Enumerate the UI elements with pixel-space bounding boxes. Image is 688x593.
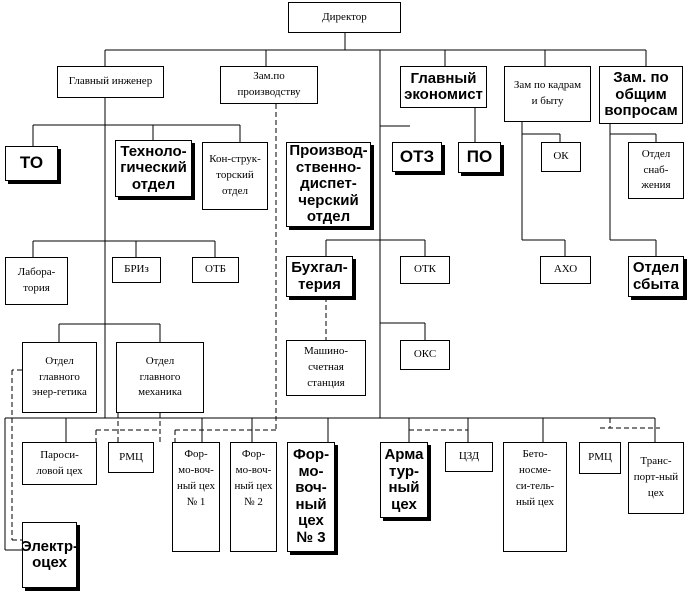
czd-box: ЦЗД (445, 442, 493, 472)
molding-shop-1-box: Фор- мо-воч- ный цех № 1 (172, 442, 220, 552)
po-box: ПО (458, 142, 501, 173)
computing-station-box: Машино- счетная станция (286, 340, 366, 396)
transport-shop-box: Транс- порт-ный цех (628, 442, 684, 514)
deputy-production-box: Зам.по производству (220, 66, 318, 104)
aho-box: АХО (540, 256, 591, 284)
accounting-box: Бухгал- терия (286, 256, 353, 297)
rmc-box-1: РМЦ (108, 442, 154, 473)
chief-energy-dept-box: Отдел главного энер-гетика (22, 342, 97, 413)
sales-dept-box: Отдел сбыта (628, 256, 684, 297)
chief-engineer-box: Главный инженер (57, 66, 164, 98)
prod-dispatch-dept-box: Производ- ственно- диспет- черский отдел (286, 142, 371, 227)
technological-dept-box: Техноло- гический отдел (115, 140, 192, 197)
ok-box: ОК (541, 142, 581, 172)
rmc-box-2: РМЦ (579, 442, 621, 474)
supply-dept-box: Отдел снаб- жения (628, 142, 684, 199)
deputy-general-box: Зам. по общим вопросам (599, 66, 683, 124)
molding-shop-2-box: Фор- мо-воч- ный цех № 2 (230, 442, 277, 552)
design-dept-box: Кон-струк- торский отдел (202, 142, 268, 210)
to-box: ТО (5, 146, 58, 181)
concrete-mixing-shop-box: Бето- носме- си-тель- ный цех (503, 442, 567, 552)
chief-economist-box: Главный экономист (400, 66, 487, 108)
briz-box: БРИз (112, 257, 161, 283)
otz-box: ОТЗ (392, 142, 442, 172)
steam-power-shop-box: Пароси- ловой цех (22, 442, 97, 485)
oks-box: ОКС (400, 340, 450, 370)
deputy-hr-box: Зам по кадрам и быту (504, 66, 591, 122)
otk-box: ОТК (400, 256, 450, 284)
laboratory-box: Лабора- тория (5, 257, 68, 305)
otb-box: ОТБ (192, 257, 239, 283)
molding-shop-3-box: Фор- мо- воч- ный цех № 3 (287, 442, 335, 552)
chief-mechanic-dept-box: Отдел главного механика (116, 342, 204, 413)
director-box: Директор (288, 2, 401, 33)
electro-shop-box: Электр- оцех (21, 522, 78, 588)
rebar-shop-box: Арма тур- ный цех (380, 442, 428, 518)
